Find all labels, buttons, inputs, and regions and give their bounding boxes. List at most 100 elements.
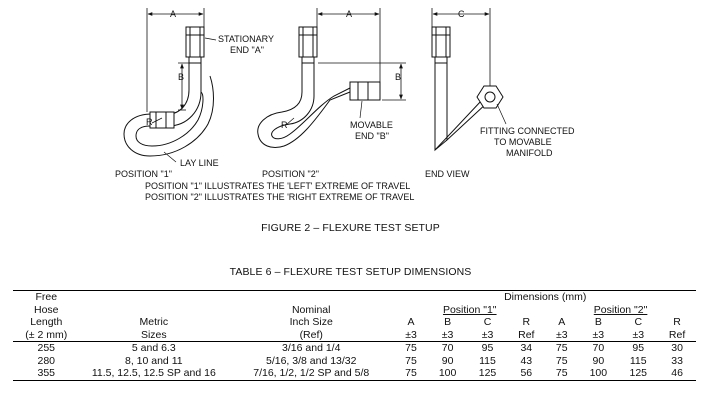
position1-label: POSITION "1" xyxy=(115,169,172,179)
cell-inch: 3/16 and 1/4 xyxy=(282,342,341,354)
cell-value: 34 xyxy=(520,342,533,354)
cell-inch: 7/16, 1/2, 1/2 SP and 5/8 xyxy=(228,367,395,381)
fitting-label-3: MANIFOLD xyxy=(506,148,553,158)
cell-value: 75 xyxy=(555,354,568,367)
position2-dim-b xyxy=(318,62,406,101)
flexure-test-figure: A B R STATIONARY END "A" LAY LINE POSITI… xyxy=(115,8,575,202)
position1-radius-label: R xyxy=(146,117,153,127)
cell-metric: 8, 10 and 11 xyxy=(124,354,183,367)
cell-length: 355 xyxy=(13,367,80,381)
header-tol-b2: ±3 xyxy=(578,328,619,342)
cell-value: 115 xyxy=(479,354,496,367)
end-view-label: END VIEW xyxy=(425,169,470,179)
header-col-a1: A xyxy=(407,316,415,328)
lay-line-label: LAY LINE xyxy=(180,158,219,168)
table-row: 255 5 and 6.3 3/16 and 1/4 75 70 95 34 7… xyxy=(13,342,696,355)
cell-value: 75 xyxy=(555,342,568,354)
header-col-b2: B xyxy=(594,316,602,328)
cell-value: 115 xyxy=(629,354,647,367)
cell-value: 90 xyxy=(441,354,454,367)
position2-radius-label: R xyxy=(281,120,288,130)
cell-length: 280 xyxy=(37,354,56,367)
stationary-end-label-1: STATIONARY xyxy=(218,34,274,44)
header-row-2: Hose Nominal Position "1" Position "2" xyxy=(13,304,696,317)
header-ref: (Ref) xyxy=(228,328,395,342)
cell-length: 255 xyxy=(37,342,56,354)
fitting-label-2: TO MOVABLE xyxy=(494,137,552,147)
header-tol-a1: ±3 xyxy=(394,328,428,342)
end-view-dim-c-label: C xyxy=(458,9,465,19)
cell-value: 100 xyxy=(578,367,619,381)
header-metric: Metric xyxy=(139,316,169,328)
table-row: 355 11.5, 12.5, 12.5 SP and 16 7/16, 1/2… xyxy=(13,367,696,381)
header-tol-a2: ±3 xyxy=(545,328,579,342)
header-col-b1: B xyxy=(444,316,452,328)
cell-value: 75 xyxy=(394,367,428,381)
cell-value: 95 xyxy=(632,342,645,354)
header-col-a2: A xyxy=(558,316,566,328)
cell-value: 56 xyxy=(507,367,546,381)
movable-end-label-1: MOVABLE xyxy=(350,120,393,130)
position1-hose-drawing xyxy=(123,26,214,157)
position2-dim-a-label: A xyxy=(346,9,352,19)
table-caption: TABLE 6 – FLEXURE TEST SETUP DIMENSIONS xyxy=(229,266,472,278)
movable-end-label-2: END "B" xyxy=(355,131,389,141)
cell-value: 43 xyxy=(520,354,533,367)
header-sizes: Sizes xyxy=(79,328,229,342)
header-tol-b1: ±3 xyxy=(427,328,468,342)
header-row-1: Free Dimensions (mm) xyxy=(13,290,696,304)
cell-metric: 5 and 6.3 xyxy=(131,342,176,354)
cell-value: 75 xyxy=(405,354,417,367)
cell-value: 75 xyxy=(545,367,579,381)
header-col-r1: R xyxy=(522,316,531,328)
cell-value: 33 xyxy=(671,354,683,367)
cell-value: 125 xyxy=(467,367,508,381)
cell-value: 46 xyxy=(658,367,696,381)
header-inch-size: Inch Size xyxy=(289,316,333,328)
header-col-r2: R xyxy=(673,316,681,328)
cell-inch: 5/16, 3/8 and 13/32 xyxy=(265,354,357,367)
header-row-3: Length Metric Inch Size A B C R A B C R xyxy=(13,316,696,329)
header-col-c1: C xyxy=(483,316,492,328)
cell-value: 30 xyxy=(671,342,683,354)
figure-caption: FIGURE 2 – FLEXURE TEST SETUP xyxy=(261,222,440,234)
end-view-drawing xyxy=(431,26,504,152)
position2-label: POSITION "2" xyxy=(262,169,319,179)
header-dimensions: Dimensions (mm) xyxy=(394,290,696,304)
cell-value: 90 xyxy=(592,354,605,367)
header-position2: Position "2" xyxy=(593,303,648,316)
fitting-label-1: FITTING CONNECTED xyxy=(480,126,575,136)
header-col-c2: C xyxy=(634,316,643,328)
header-length: Length xyxy=(30,316,63,328)
header-row-4: (± 2 mm) Sizes (Ref) ±3 ±3 ±3 Ref ±3 ±3 … xyxy=(13,328,696,342)
cell-value: 125 xyxy=(618,367,659,381)
figure-note-2: POSITION "2" ILLUSTRATES THE 'RIGHT EXTR… xyxy=(145,192,414,202)
cell-value: 70 xyxy=(441,342,454,354)
position2-hose-drawing xyxy=(257,26,381,148)
table-row: 280 8, 10 and 11 5/16, 3/8 and 13/32 75 … xyxy=(13,355,696,368)
cell-value: 95 xyxy=(481,342,494,354)
flexure-dimensions-table: Free Dimensions (mm) Hose Nominal Positi… xyxy=(13,290,696,381)
cell-metric: 11.5, 12.5, 12.5 SP and 16 xyxy=(79,367,229,381)
position1-dim-a xyxy=(146,8,205,112)
header-length-tolerance: (± 2 mm) xyxy=(13,328,80,342)
cell-value: 75 xyxy=(405,342,417,354)
position1-dim-b-label: B xyxy=(178,72,184,82)
header-tol-r2: Ref xyxy=(658,328,696,342)
position2-dim-b-label: B xyxy=(395,72,401,82)
cell-value: 100 xyxy=(427,367,468,381)
header-tol-c1: ±3 xyxy=(467,328,508,342)
header-tol-r1: Ref xyxy=(507,328,546,342)
header-position1: Position "1" xyxy=(442,303,497,316)
header-hose: Hose xyxy=(34,303,59,316)
stationary-end-label-2: END "A" xyxy=(230,45,264,55)
position1-dim-b xyxy=(178,62,195,111)
header-tol-c2: ±3 xyxy=(618,328,659,342)
figure-note-1: POSITION "1" ILLUSTRATES THE 'LEFT' EXTR… xyxy=(145,181,410,191)
cell-value: 70 xyxy=(592,342,605,354)
end-view-dim-c xyxy=(431,8,491,86)
position2-dim-a xyxy=(316,8,381,82)
header-nominal: Nominal xyxy=(291,303,331,316)
header-free: Free xyxy=(13,290,80,304)
position1-dim-a-label: A xyxy=(170,9,176,19)
